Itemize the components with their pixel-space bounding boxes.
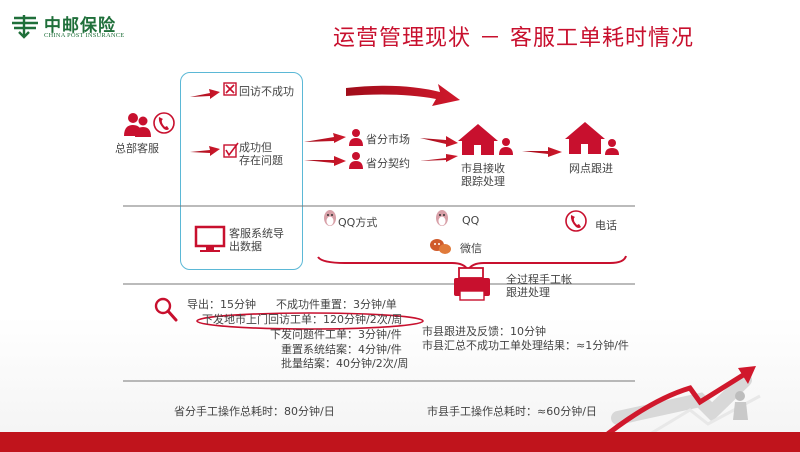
highlight-ellipse [196, 312, 424, 330]
fail-checkbox-icon [223, 82, 237, 96]
time-city-feedback: 市县跟进及反馈：10分钟 [422, 325, 546, 338]
monitor-icon [194, 225, 226, 252]
outlet-label: 网点跟进 [569, 162, 613, 175]
arrow-to-success [190, 146, 220, 156]
big-curved-arrow [346, 84, 460, 106]
arrow-to-prov-contract [304, 156, 346, 166]
fail-label: 回访不成功 [239, 85, 294, 98]
page-title: 运营管理现状 － 客服工单耗时情况 [333, 26, 694, 51]
hq-label: 总部客服 [115, 142, 159, 155]
prov-market-person-icon [349, 129, 363, 146]
manual-label-line2: 跟进处理 [506, 286, 550, 299]
qq-label: QQ [462, 214, 480, 227]
total-prov: 省分手工操作总耗时：80分钟/日 [174, 405, 335, 418]
outlet-house-icon [565, 122, 619, 155]
prov-contract-person-icon [349, 152, 363, 169]
time-reset-close: 重置系统结案：4分钟/件 [281, 343, 402, 356]
qq-method-label: QQ方式 [338, 216, 378, 229]
logo-mark-icon [12, 15, 38, 39]
time-city-summary: 市县汇总不成功工单处理结果：≈1分钟/件 [422, 339, 629, 352]
success-label-line2: 存在问题 [239, 154, 283, 167]
success-checkbox-icon [223, 142, 239, 158]
magnifier-icon [154, 297, 178, 322]
logo-cn: 中邮保险 [44, 16, 116, 36]
qq-icon [436, 210, 448, 226]
wechat-label: 微信 [460, 242, 482, 255]
time-batch-close: 批量结案：40分钟/2次/周 [281, 357, 409, 370]
time-issue-problem: 下发问题件工单：3分钟/件 [270, 328, 402, 341]
arrow-market-to-city [420, 136, 458, 147]
arrow-to-fail [190, 89, 220, 99]
time-issue-city: 下发地市上门回访工单：120分钟/2次/周 [202, 313, 403, 326]
printer-icon [454, 267, 490, 301]
arrow-city-to-outlet [522, 147, 562, 157]
prov-contract-label: 省分契约 [366, 157, 410, 170]
arrow-contract-to-city [420, 154, 458, 162]
survey-result-box [180, 72, 303, 270]
success-label-line1: 成功但 [239, 141, 272, 154]
phone-icon [565, 210, 587, 232]
wechat-icon [430, 239, 451, 254]
growth-arrow-decoration [598, 366, 761, 442]
logo: 中邮保险 CHINA POST INSURANCE [10, 10, 140, 42]
qq-method-icon [324, 210, 336, 226]
manual-label-line1: 全过程手工帐 [506, 273, 572, 286]
export-label-line1: 客服系统导 [229, 227, 284, 240]
time-reset-fail: 不成功件重置：3分钟/单 [276, 298, 397, 311]
city-house-icon [458, 124, 513, 155]
logo-en: CHINA POST INSURANCE [44, 32, 125, 39]
city-label-line2: 跟踪处理 [461, 175, 505, 188]
time-export: 导出：15分钟 [187, 298, 256, 311]
arrow-to-prov-market [304, 133, 346, 143]
export-label-line2: 出数据 [229, 240, 262, 253]
hq-phone-icon [153, 112, 175, 134]
total-city: 市县手工操作总耗时：≈60分钟/日 [427, 405, 597, 418]
hq-people-icon [124, 113, 151, 137]
prov-market-label: 省分市场 [366, 133, 410, 146]
footer-band [0, 432, 800, 452]
city-label-line1: 市县接收 [461, 162, 505, 175]
phone-label: 电话 [595, 219, 617, 232]
